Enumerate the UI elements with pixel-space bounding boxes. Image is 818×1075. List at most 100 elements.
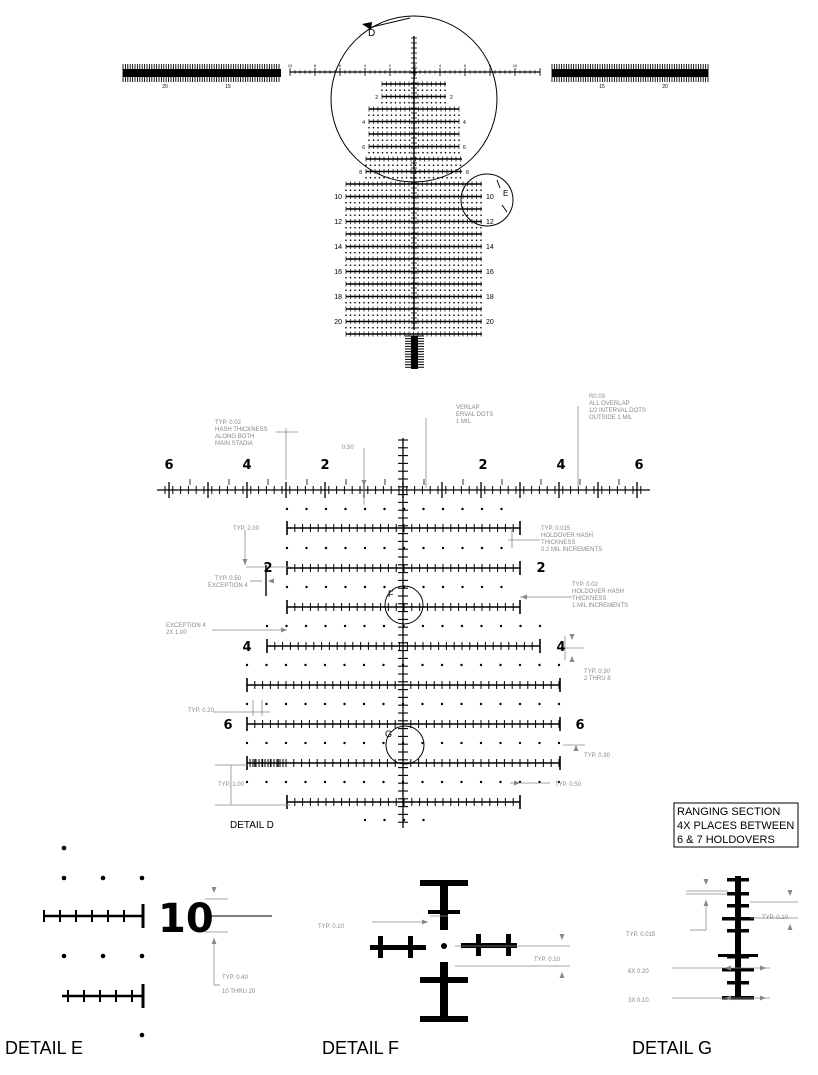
interval-dot [439, 289, 442, 292]
interval-dot [453, 151, 456, 154]
holdover-number: 10 [334, 194, 342, 201]
interval-dot [457, 314, 460, 317]
holdover-number: 18 [486, 294, 494, 301]
interval-dot [412, 314, 415, 317]
detail-d-top-number: 2 [478, 458, 487, 473]
holdover-number: 2 [450, 95, 453, 101]
detail-g-ranging-tick [727, 981, 749, 985]
interval-dot [426, 239, 428, 241]
interval-dot [394, 251, 397, 254]
interval-dot [403, 289, 406, 292]
interval-dot [408, 214, 410, 216]
detail-d: 6 4 2 2 4 6 2 4 6 2 4 6 F G DETAIL D TYP… [157, 394, 650, 831]
interval-dot [403, 239, 406, 241]
interval-dot [403, 201, 406, 204]
interval-dot [444, 89, 446, 91]
interval-dot [466, 239, 469, 241]
svg-text:THICKNESS: THICKNESS [541, 540, 575, 546]
interval-dot [475, 301, 478, 304]
interval-dot [362, 663, 366, 667]
interval-dot [461, 507, 464, 511]
interval-dot [413, 114, 415, 116]
svg-text:0.2 MIL INCREMENTS: 0.2 MIL INCREMENTS [541, 547, 602, 553]
interval-dot [480, 226, 482, 229]
interval-dot [381, 189, 383, 191]
interval-dot [385, 239, 388, 241]
interval-dot [381, 314, 383, 317]
interval-dot [457, 214, 460, 216]
interval-dot [423, 164, 426, 166]
interval-dot [417, 314, 419, 317]
interval-dot [421, 624, 425, 628]
interval-dot [480, 624, 483, 628]
interval-dot [538, 702, 541, 706]
interval-dot [394, 226, 397, 229]
interval-dot [403, 101, 406, 104]
interval-dot [354, 201, 356, 204]
interval-dot [417, 101, 419, 104]
svg-text:ALONG BOTH: ALONG BOTH [215, 434, 254, 440]
svg-text:EXCEPTION 4: EXCEPTION 4 [208, 583, 248, 589]
interval-dot [363, 507, 367, 511]
interval-dot [367, 226, 370, 229]
interval-dot [399, 264, 401, 267]
interval-dot [403, 276, 406, 279]
interval-dot [435, 276, 437, 279]
interval-dot [426, 101, 428, 104]
scale-left-label-15: 15 [225, 84, 231, 90]
interval-dot [439, 226, 442, 229]
interval-dot [413, 151, 415, 154]
interval-dot [395, 126, 397, 129]
interval-dot [480, 585, 484, 589]
interval-dot [410, 176, 412, 179]
interval-dot [412, 326, 415, 329]
interval-dot [480, 546, 484, 550]
interval-dot [376, 251, 379, 254]
interval-dot [345, 239, 347, 241]
interval-dot [343, 780, 346, 784]
interval-dot [401, 702, 405, 706]
interval-dot [440, 663, 444, 667]
interval-dot [480, 326, 482, 329]
interval-dot [453, 264, 455, 267]
interval-dot [428, 176, 430, 179]
arrow-holdover-002 [521, 594, 527, 600]
interval-dot [430, 289, 433, 292]
annotation-typ-030: TYP. 0.30 2 THRU 8 [584, 669, 611, 682]
interval-dot [413, 126, 415, 129]
interval-dot [385, 101, 388, 104]
interval-dot [414, 164, 417, 166]
detail-g-callout-circle [385, 725, 425, 765]
interval-dot [471, 239, 473, 241]
circle-e-label: E [503, 189, 508, 198]
interval-dot [401, 164, 403, 166]
circle-d-label: D [368, 28, 375, 39]
interval-dot [412, 101, 415, 104]
detail-f-callout-circle [384, 585, 424, 625]
interval-dot [499, 702, 502, 706]
interval-dot [358, 301, 361, 304]
interval-dot [479, 741, 483, 745]
svg-text:THICKNESS: THICKNESS [572, 596, 606, 602]
interval-dot [387, 164, 390, 166]
holdover-number: 4 [362, 120, 365, 126]
interval-dot [499, 780, 502, 784]
interval-dot [426, 226, 428, 229]
interval-dot [385, 326, 388, 329]
interval-dot [444, 226, 446, 229]
interval-dot [408, 264, 410, 267]
interval-dot [343, 624, 347, 628]
interval-dot [475, 251, 478, 254]
interval-dot [401, 176, 403, 179]
interval-dot [435, 139, 438, 141]
callout-e-leader [501, 204, 508, 213]
interval-dot [394, 189, 397, 191]
interval-dot [441, 546, 445, 550]
interval-dot [367, 239, 370, 241]
holdover-number: 6 [463, 145, 466, 151]
interval-dot [402, 624, 405, 628]
interval-dot [368, 114, 370, 116]
interval-dot [402, 818, 406, 822]
interval-dot [358, 289, 361, 292]
detail-d-title: DETAIL D [230, 820, 274, 831]
